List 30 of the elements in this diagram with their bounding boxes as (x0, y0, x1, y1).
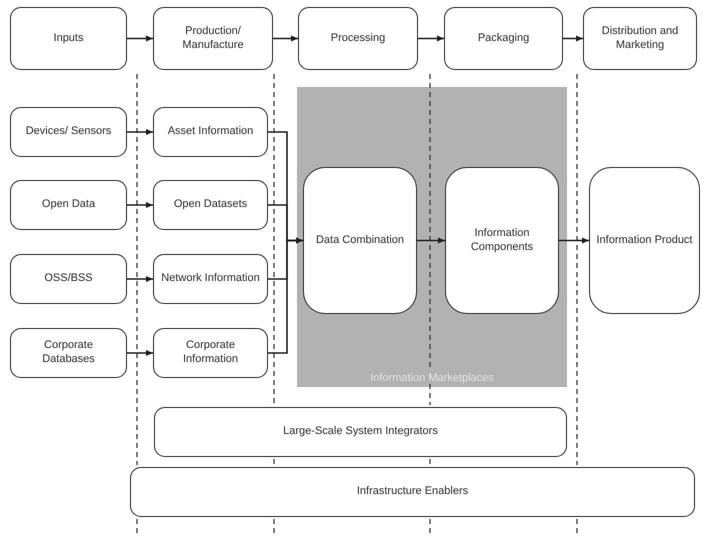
process-box: Production/ Manufacture (153, 7, 273, 70)
process-box: Devices/ Sensors (10, 107, 127, 157)
arrow (127, 276, 153, 282)
arrow (127, 350, 153, 356)
arrow (563, 36, 583, 42)
process-box: Network Information (153, 254, 268, 304)
process-box: Open Datasets (153, 180, 268, 230)
arrow (268, 238, 303, 354)
process-box: Open Data (10, 180, 127, 230)
process-box: Large-Scale System Integrators (154, 407, 567, 457)
process-box: Corporate Databases (10, 328, 127, 378)
process-box: Corporate Information (153, 328, 268, 378)
arrow (127, 36, 153, 42)
arrow (127, 202, 153, 208)
process-box: Information Components (445, 167, 559, 314)
process-box: Infrastructure Enablers (130, 467, 695, 517)
process-box: Distribution and Marketing (583, 7, 697, 70)
process-box: Processing (298, 7, 418, 70)
arrow (418, 36, 444, 42)
arrow (559, 238, 589, 244)
process-box: OSS/BSS (10, 254, 127, 304)
process-box: Information Product (589, 167, 700, 314)
arrow (273, 36, 298, 42)
marketplace-panel (297, 87, 567, 387)
process-box: Asset Information (153, 107, 268, 157)
arrow (127, 129, 153, 135)
process-box: Inputs (10, 7, 127, 70)
process-box: Packaging (444, 7, 563, 70)
arrow (417, 238, 445, 244)
process-box: Data Combination (303, 167, 417, 314)
